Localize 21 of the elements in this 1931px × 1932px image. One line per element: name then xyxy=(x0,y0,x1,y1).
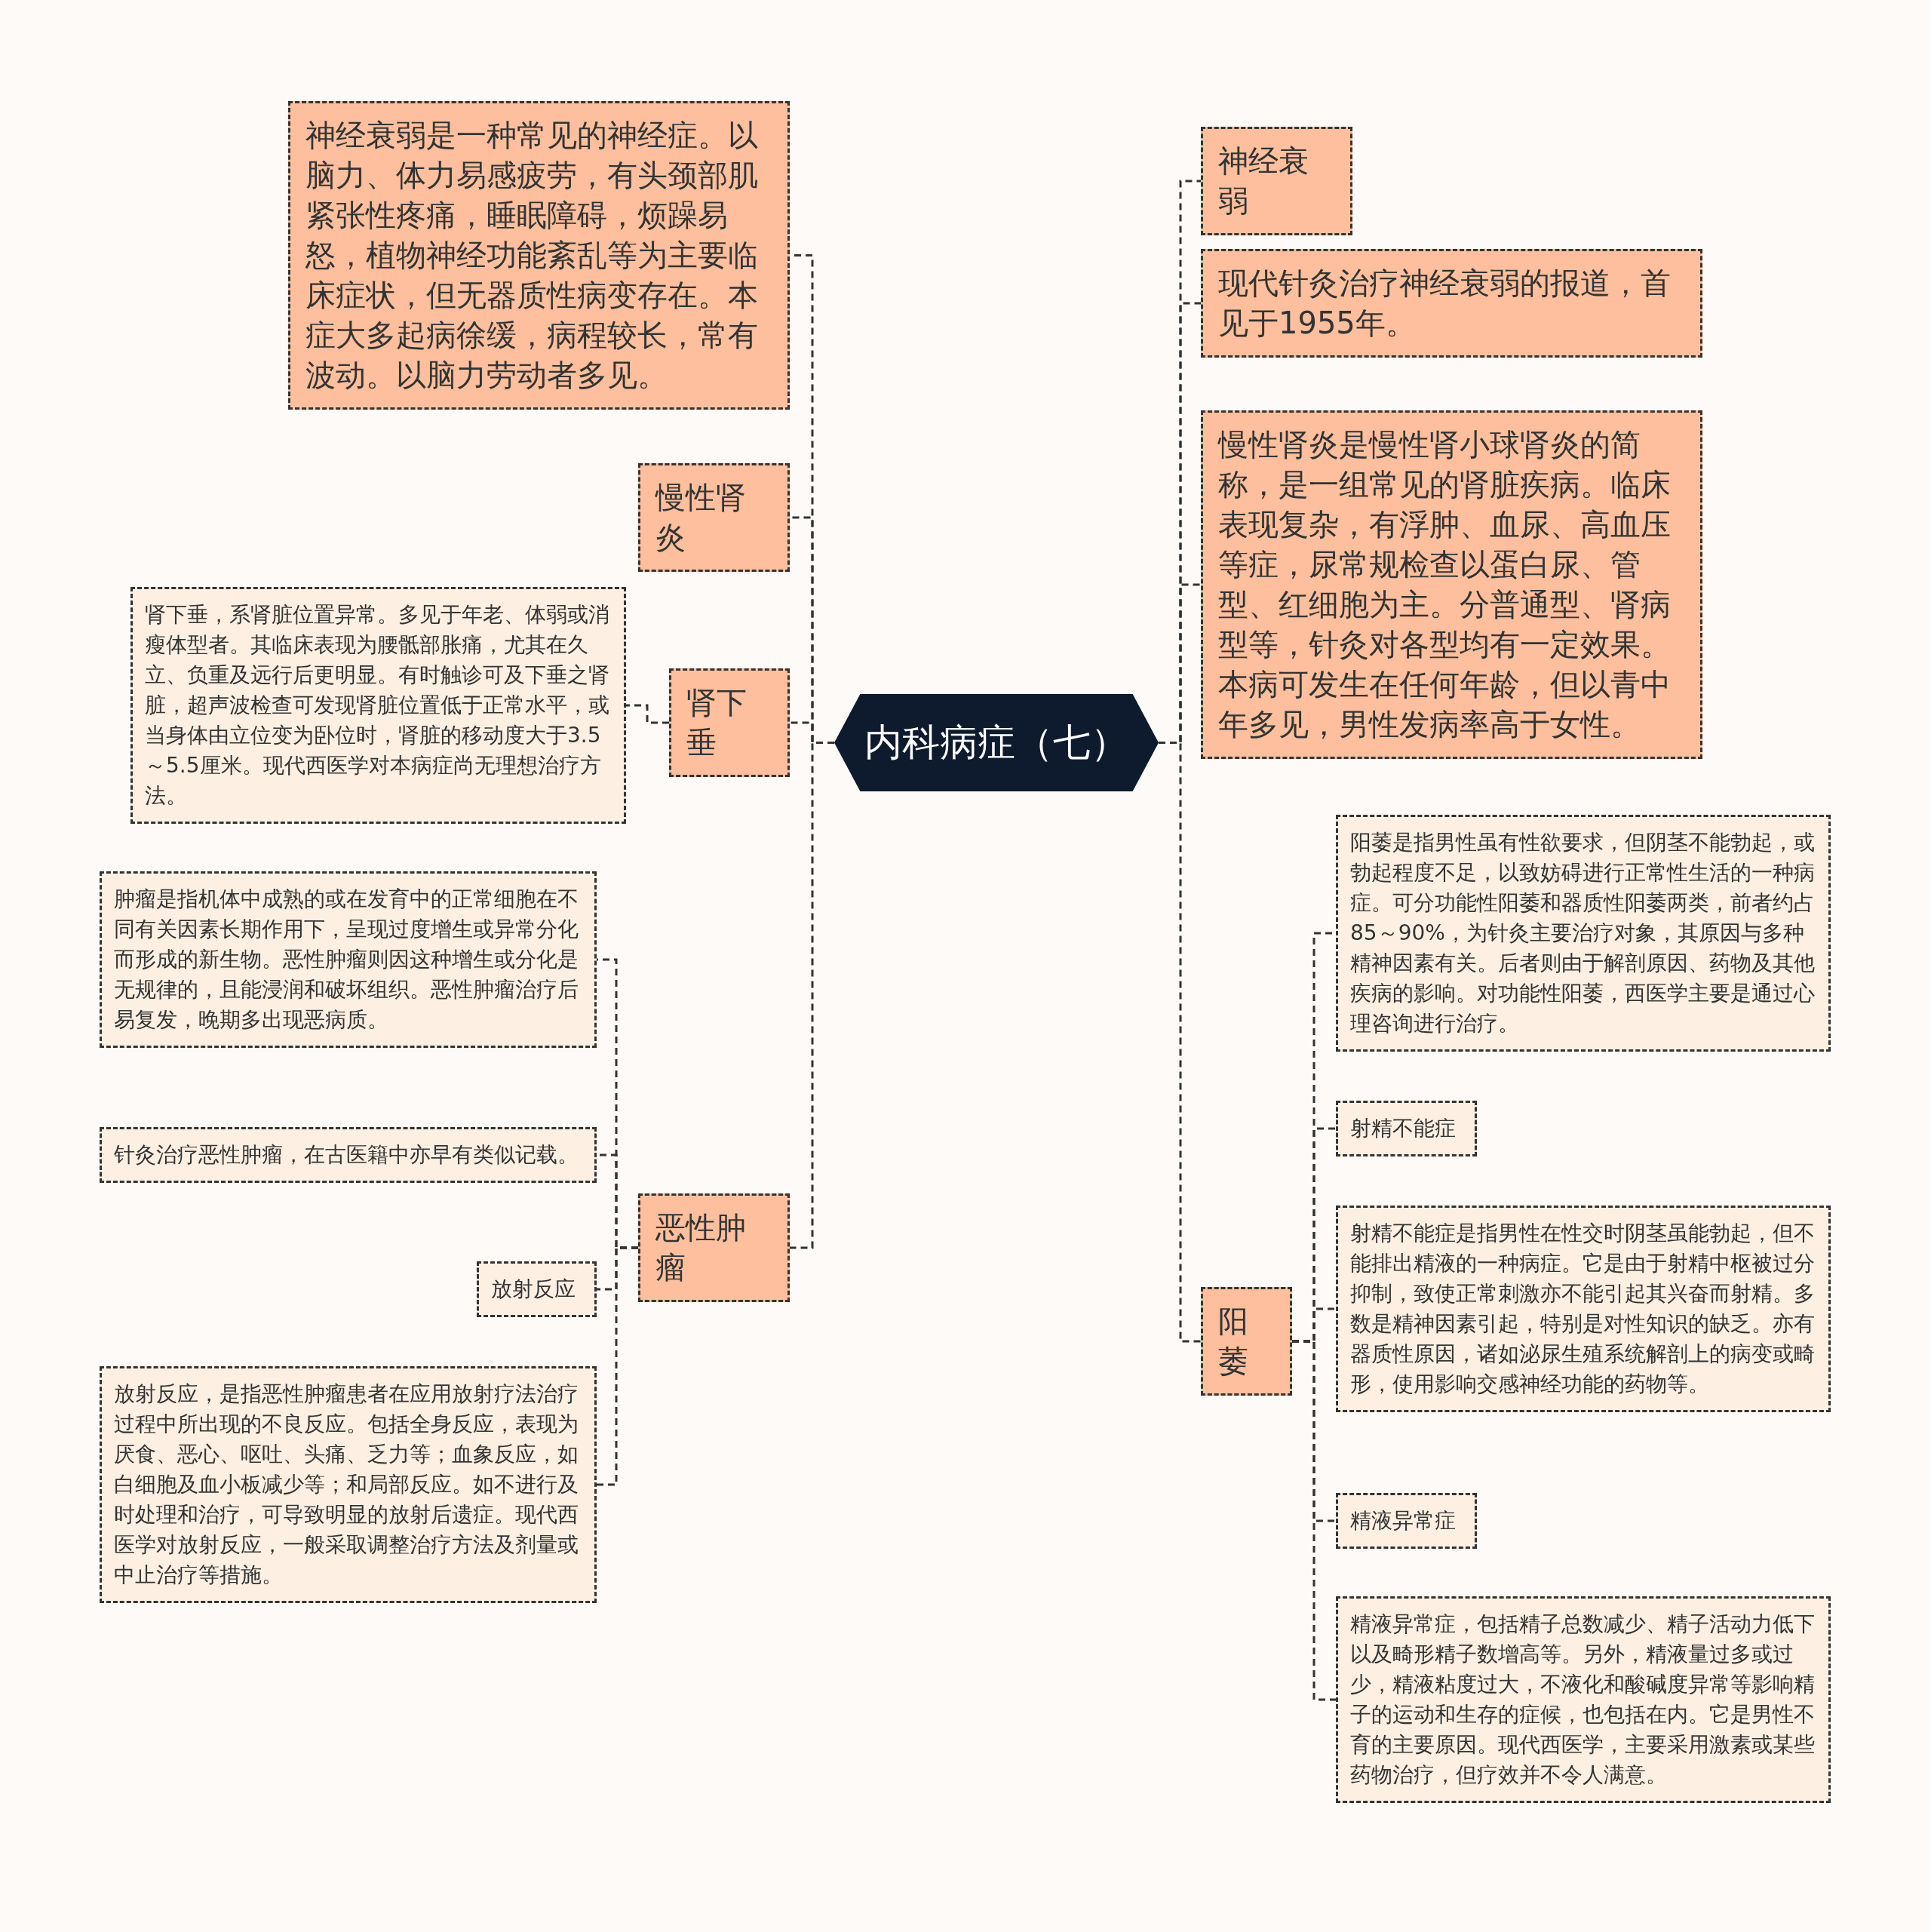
topic-box: 神经衰弱是一种常见的神经症。以脑力、体力易感疲劳，有头颈部肌紧张性疼痛，睡眠障碍，烦躁易怒，植物神经功能紊乱等为主要临床症状，但无器质性病变存在。本症大多起病徐缓，病程较长，常有波动。以脑力劳动者多见。 xyxy=(288,101,790,410)
topic-box: 恶性肿瘤 xyxy=(638,1193,790,1302)
connector-line xyxy=(626,704,669,724)
topic-box: 现代针灸治疗神经衰弱的报道，首见于1955年。 xyxy=(1201,249,1702,358)
note-box: 针灸治疗恶性肿瘤，在古医籍中亦早有类似记载。 xyxy=(100,1127,597,1183)
subtopic-box: 放射反应 xyxy=(477,1261,597,1317)
topic-box: 慢性肾炎 xyxy=(638,463,790,572)
note-box: 精液异常症，包括精子总数减少、精子活动力低下以及畸形精子数增高等。另外，精液量过多或过少，精液粘度过大，不液化和酸碱度异常等影响精子的运动和生存的症候，也包括在内。它是男性不育的主要原因。现代西医学，主要采用激素或某些药物治疗，但疗效并不令人满意。 xyxy=(1336,1596,1831,1803)
topic-box: 慢性肾炎是慢性肾小球肾炎的简称，是一组常见的肾脏疾病。临床表现复杂，有浮肿、血尿、高血压等症，尿常规检查以蛋白尿、管型、红细胞为主。分普通型、肾病型等，针灸对各型均有一定效果。本病可发生在任何年龄，但以青中年多见，男性发病率高于女性。 xyxy=(1201,410,1702,759)
subtopic-box: 精液异常症 xyxy=(1336,1493,1477,1549)
topic-box: 阳萎 xyxy=(1201,1287,1292,1396)
subtopic-box: 射精不能症 xyxy=(1336,1101,1477,1156)
topic-box: 神经衰弱 xyxy=(1201,127,1352,235)
note-box: 肾下垂，系肾脏位置异常。多见于年老、体弱或消瘦体型者。其临床表现为腰骶部胀痛，尤其在久立、负重及远行后更明显。有时触诊可及下垂之肾脏，超声波检查可发现肾脏位置低于正常水平，或当身体由立位变为卧位时，肾脏的移动度大于3.5～5.5厘米。现代西医学对本病症尚无理想治疗方法。 xyxy=(130,587,626,824)
note-box: 放射反应，是指恶性肿瘤患者在应用放射疗法治疗过程中所出现的不良反应。包括全身反应，表现为厌食、恶心、呕吐、头痛、乏力等；血象反应，如白细胞及血小板减少等；和局部反应。如不进行及时处理和治疗，可导致明显的放射后遗症。现代西医学对放射反应，一般采取调整治疗方法及剂量或中止治疗等措施。 xyxy=(100,1366,597,1603)
connector-line xyxy=(1292,1340,1336,1701)
note-box: 射精不能症是指男性在性交时阴茎虽能勃起，但不能排出精液的一种病症。它是由于射精中枢被过分抑制，致使正常刺激亦不能引起其兴奋而射精。多数是精神因素引起，特别是对性知识的缺乏。亦有器质性原因，诸如泌尿生殖系统解剖上的病变或畸形，使用影响交感神经功能的药物等。 xyxy=(1336,1206,1831,1412)
note-box: 阳萎是指男性虽有性欲要求，但阴茎不能勃起，或勃起程度不足，以致妨碍进行正常性生活的一种病症。可分功能性阳萎和器质性阳萎两类，前者约占85～90%，为针灸主要治疗对象，其原因与多种精神因素有关。后者则由于解剖原因、药物及其他疾病的影响。对功能性阳萎，西医学主要是通过心理咨询进行治疗。 xyxy=(1336,815,1831,1052)
note-box: 肿瘤是指机体中成熟的或在发育中的正常细胞在不同有关因素长期作用下，呈现过度增生或异常分化而形成的新生物。恶性肿瘤则因这种增生或分化是无规律的，且能浸润和破坏组织。恶性肿瘤治疗后易复发，晚期多出现恶病质。 xyxy=(100,871,597,1048)
connector-line xyxy=(597,1246,638,1486)
topic-box: 肾下垂 xyxy=(669,668,790,777)
